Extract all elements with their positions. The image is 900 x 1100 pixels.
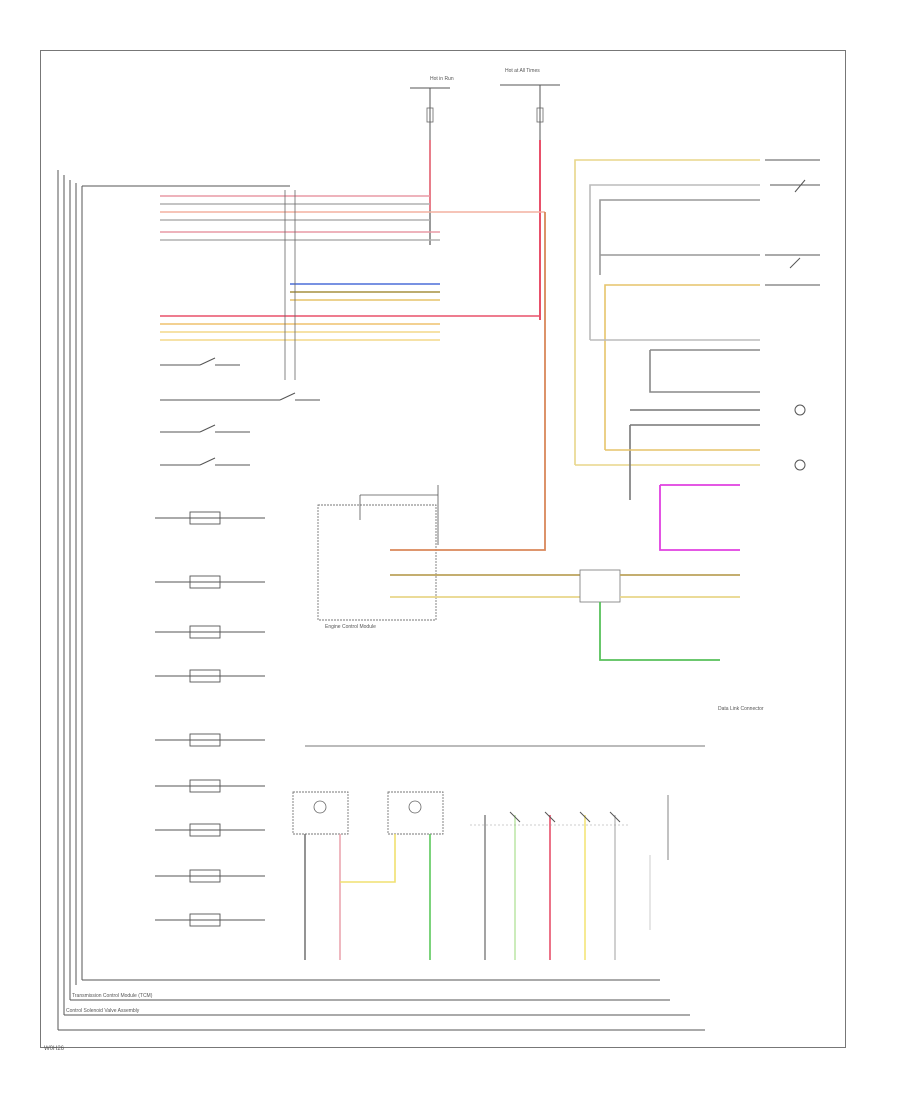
- label-ecm: Engine Control Module: [325, 624, 376, 630]
- diagram-frame: [40, 50, 846, 1048]
- label-data-link: Data Link Connector: [718, 706, 764, 712]
- label-hot-run: Hot in Run: [430, 76, 454, 82]
- tcm-data-wires: [160, 283, 540, 341]
- label-tcm: Transmission Control Module (TCM): [72, 993, 153, 999]
- ecm-module: [317, 485, 439, 621]
- label-solenoid-body: Control Solenoid Valve Assembly: [66, 1008, 140, 1014]
- solenoid-stack: [155, 511, 265, 927]
- splice-block: [579, 569, 621, 603]
- figure-code: W0H26: [44, 1046, 65, 1052]
- pressure-switches: [160, 357, 320, 466]
- connector-pins-left: [284, 190, 296, 380]
- fuse-feed-wires: [429, 140, 541, 320]
- right-data-wires: [599, 484, 740, 661]
- range-switch-contacts: [470, 795, 669, 960]
- ecm-wires: [390, 212, 580, 598]
- tcm-power-wires: [160, 195, 545, 241]
- output-speed-sensor: [340, 791, 444, 960]
- module-boundary-lines: [57, 170, 705, 1031]
- label-hot-at-all-times: Hot at All Times: [505, 68, 540, 74]
- right-switch-contacts: [765, 159, 820, 471]
- shift-switch-assembly: [574, 159, 760, 500]
- input-speed-sensor: [292, 791, 349, 960]
- fuse-block-top: [410, 84, 560, 140]
